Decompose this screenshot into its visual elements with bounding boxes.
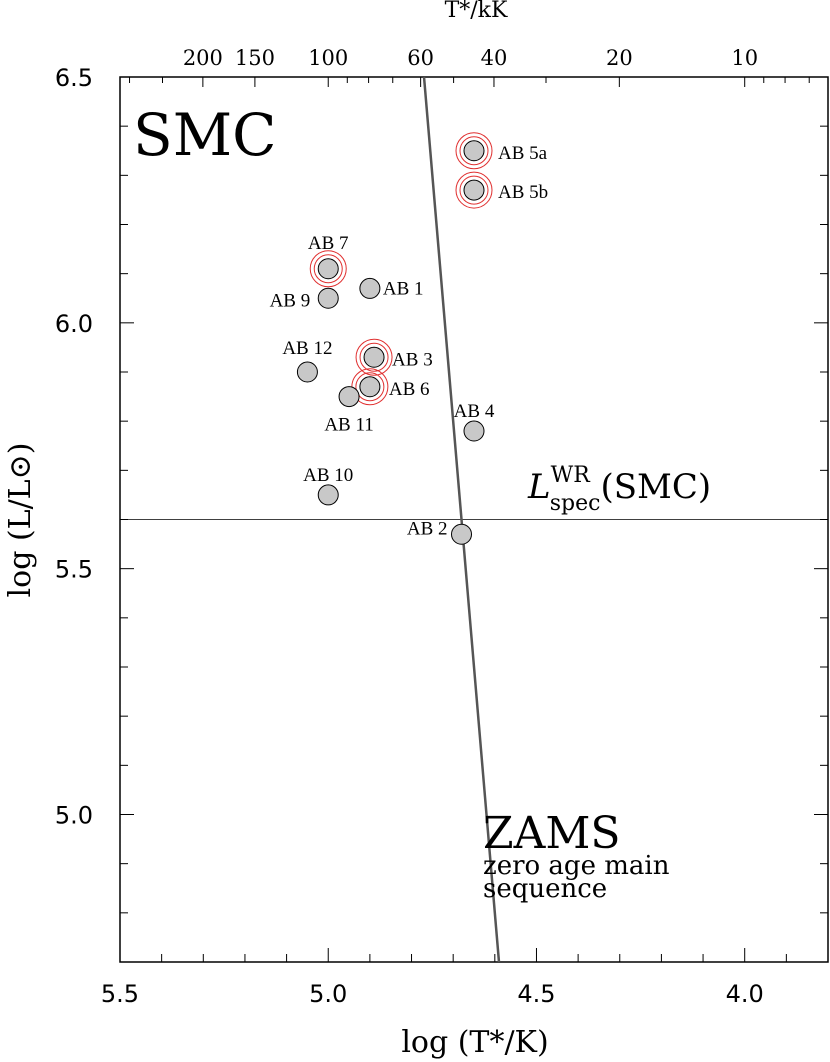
data-point — [317, 258, 339, 280]
left-tick-labels: 5.0 5.5 6.0 6.5 — [55, 64, 93, 830]
y-tick-label: 5.5 — [55, 556, 93, 584]
zams-desc-1: zero age main — [483, 851, 670, 881]
data-point — [363, 346, 385, 368]
point-ring — [355, 338, 393, 376]
point-label: AB 5b — [498, 182, 548, 203]
data-point — [463, 140, 485, 162]
x-tick-label: 5.0 — [309, 980, 347, 1008]
y-tick-label: 6.5 — [55, 64, 93, 92]
top-tick-label: 40 — [481, 46, 508, 70]
point-label: AB 12 — [282, 338, 332, 359]
data-point — [296, 361, 318, 383]
point-label: AB 4 — [454, 401, 495, 422]
y-axis-label: log (L/L⊙) — [3, 443, 38, 598]
x-axis-label: log (T*/K) — [401, 1025, 548, 1060]
chart-title: SMC — [133, 101, 277, 169]
point-label: AB 11 — [324, 415, 373, 436]
x-tick-label: 5.5 — [101, 980, 139, 1008]
data-point — [317, 287, 339, 309]
data-point — [359, 376, 381, 398]
point-label: AB 7 — [308, 233, 349, 254]
data-point — [463, 420, 485, 442]
lspec-tail: (SMC) — [600, 467, 711, 507]
lspec-sup: WR — [551, 463, 592, 488]
zams-line — [422, 76, 501, 963]
data-points: AB 5a AB 5b AB 7 AB 9 AB 1 AB 12 AB 3 AB 6 AB 11… — [270, 132, 548, 545]
data-point — [451, 523, 473, 545]
top-tick-label: 100 — [308, 46, 348, 70]
top-tick-labels: 200 150 100 60 40 20 10 — [183, 46, 758, 70]
point-label: AB 9 — [270, 290, 311, 311]
point-ring — [459, 136, 489, 166]
x-tick-label: 4.5 — [517, 980, 555, 1008]
zams-desc-2: sequence — [483, 874, 607, 904]
point-label: AB 2 — [407, 518, 448, 539]
top-tick-label: 20 — [606, 46, 633, 70]
point-label: AB 1 — [383, 278, 424, 299]
data-point — [463, 179, 485, 201]
x-tick-label: 4.0 — [726, 980, 764, 1008]
bottom-tick-labels: 5.5 5.0 4.5 4.0 — [101, 980, 764, 1008]
top-axis-label: T*/kK — [445, 0, 508, 23]
data-point — [359, 277, 381, 299]
lspec-main: L — [527, 467, 551, 507]
data-point — [338, 386, 360, 408]
point-label: AB 5a — [498, 143, 548, 164]
top-tick-label: 200 — [183, 46, 223, 70]
point-label: AB 10 — [303, 465, 353, 486]
point-ring — [355, 372, 385, 402]
lspec-sub: spec — [550, 491, 601, 516]
data-point — [317, 484, 339, 506]
point-ring — [359, 342, 389, 372]
y-tick-label: 5.0 — [55, 802, 93, 830]
top-tick-label: 10 — [731, 46, 758, 70]
point-ring — [455, 132, 493, 170]
point-ring — [313, 254, 343, 284]
lspec-label: LWR spec(SMC) — [527, 463, 711, 516]
y-tick-label: 6.0 — [55, 310, 93, 338]
zams-title: ZAMS — [483, 808, 621, 859]
point-ring — [455, 171, 493, 209]
point-ring — [309, 250, 347, 288]
point-label: AB 3 — [392, 349, 433, 370]
point-label: AB 6 — [389, 379, 430, 400]
top-tick-label: 150 — [235, 46, 275, 70]
top-tick-label: 60 — [407, 46, 434, 70]
point-ring — [459, 175, 489, 205]
